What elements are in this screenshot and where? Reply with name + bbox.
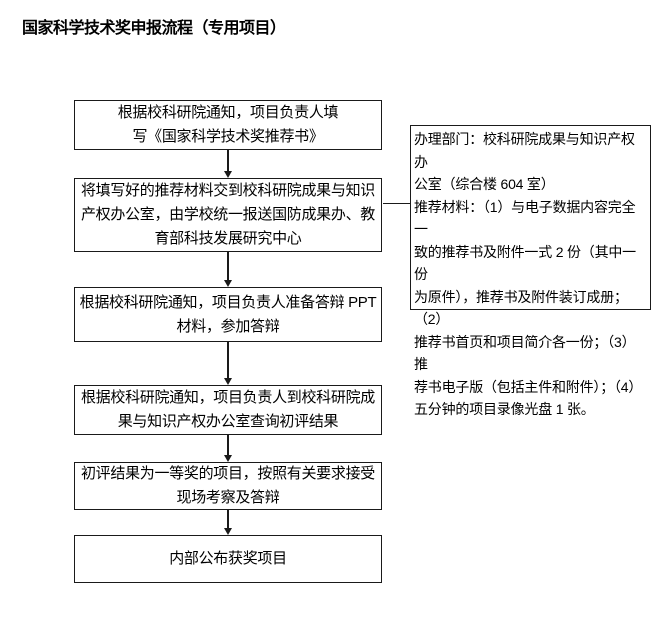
arrow-head-icon: [224, 171, 232, 178]
arrow-down-5: [223, 510, 233, 535]
flow-step-2: 将填写好的推荐材料交到校科研院成果与知识 产权办公室，由学校统一报送国防成果办、…: [74, 178, 382, 252]
arrow-head-icon: [224, 455, 232, 462]
flow-step-6-text: 内部公布获奖项目: [169, 550, 287, 567]
arrow-stem: [227, 510, 229, 528]
arrow-head-icon: [224, 280, 232, 287]
arrow-down-4: [223, 435, 233, 462]
flow-step-5: 初评结果为一等奖的项目，按照有关要求接受 现场考察及答辩: [74, 462, 382, 510]
flow-step-3: 根据校科研院通知，项目负责人准备答辩 PPT 材料，参加答辩: [74, 287, 382, 342]
arrow-down-2: [223, 252, 233, 287]
note-box-text: 办理部门：校科研院成果与知识产权办 公室（综合楼 604 室） 推荐材料：（1）…: [414, 131, 643, 417]
flow-step-5-text: 初评结果为一等奖的项目，按照有关要求接受 现场考察及答辩: [80, 465, 375, 506]
arrow-head-icon: [224, 378, 232, 385]
arrow-down-1: [223, 150, 233, 178]
arrow-stem: [227, 252, 229, 280]
arrow-stem: [227, 435, 229, 455]
arrow-head-icon: [224, 528, 232, 535]
flow-step-1-text: 根据校科研院通知，项目负责人填 写《国家科学技术奖推荐书》: [117, 104, 339, 145]
page-title: 国家科学技术奖申报流程（专用项目）: [22, 20, 286, 37]
flow-step-6: 内部公布获奖项目: [74, 535, 382, 583]
note-box: 办理部门：校科研院成果与知识产权办 公室（综合楼 604 室） 推荐材料：（1）…: [410, 125, 651, 417]
connector-line-to-note: [383, 203, 410, 204]
flow-step-2-text: 将填写好的推荐材料交到校科研院成果与知识 产权办公室，由学校统一报送国防成果办、…: [80, 182, 375, 247]
flow-step-4-text: 根据校科研院通知，项目负责人到校科研院成 果与知识产权办公室查询初评结果: [80, 389, 375, 430]
arrow-down-3: [223, 342, 233, 385]
arrow-stem: [227, 342, 229, 378]
flow-step-4: 根据校科研院通知，项目负责人到校科研院成 果与知识产权办公室查询初评结果: [74, 385, 382, 435]
arrow-stem: [227, 150, 229, 171]
flow-step-3-text: 根据校科研院通知，项目负责人准备答辩 PPT 材料，参加答辩: [79, 293, 377, 335]
flow-step-1: 根据校科研院通知，项目负责人填 写《国家科学技术奖推荐书》: [74, 100, 382, 150]
